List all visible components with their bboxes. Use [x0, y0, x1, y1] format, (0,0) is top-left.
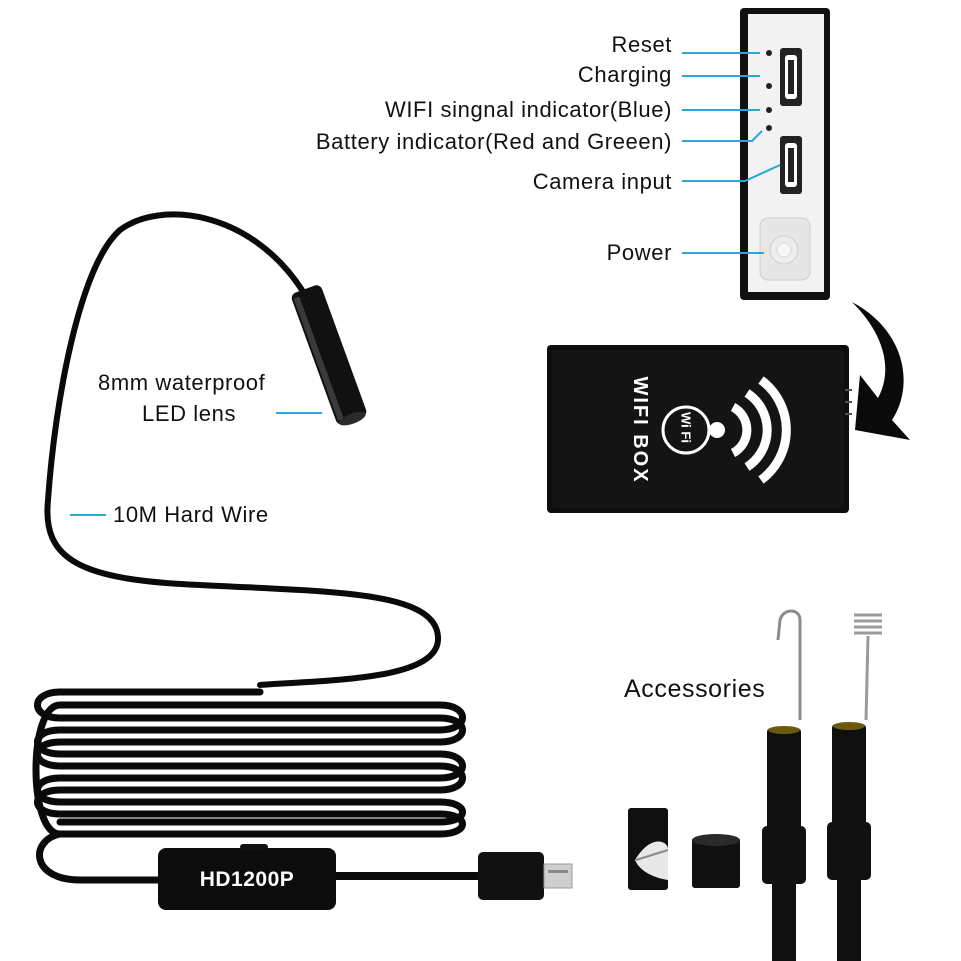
usb-module [158, 844, 336, 910]
camera-input-port [780, 136, 802, 194]
accessory-camera-2 [827, 722, 871, 961]
side-panel [740, 8, 830, 300]
reset-label: Reset [611, 32, 672, 57]
lens-label-line1: 8mm waterproof [98, 370, 266, 395]
usb-module-label: HD1200P [199, 868, 295, 891]
accessories [628, 609, 882, 961]
accessories-label: Accessories [624, 675, 766, 703]
accessory-camera-1 [762, 726, 806, 961]
usb-plug [478, 852, 573, 900]
power-label: Power [606, 240, 672, 265]
wifi-signal-icon [709, 376, 791, 484]
wifi-box-title: WIFI BOX [629, 376, 651, 484]
panel-leader-lines [682, 52, 781, 254]
camera-cable [32, 211, 484, 884]
hook-attachment [776, 609, 802, 720]
wifi-dot [766, 107, 772, 113]
reset-dot [766, 50, 772, 56]
ring-attachment [692, 834, 740, 888]
lens-label-line2: LED lens [142, 401, 237, 426]
wifi-indicator-label: WIFI singnal indicator(Blue) [384, 97, 672, 122]
battery-indicator-label: Battery indicator(Red and Greeen) [315, 129, 672, 154]
charging-dot [766, 83, 772, 89]
charging-label: Charging [577, 62, 672, 87]
cable-leader-lines [70, 412, 322, 516]
wifi-box [547, 345, 852, 513]
hard-wire-label: 10M Hard Wire [113, 502, 269, 527]
battery-dot [766, 125, 772, 131]
camera-input-label: Camera input [532, 169, 672, 194]
charging-port [780, 48, 802, 106]
power-button [759, 217, 811, 281]
mirror-attachment [628, 808, 669, 890]
curved-arrow [852, 302, 910, 440]
camera-head [291, 285, 367, 426]
wifi-badge-text: Wi Fi [678, 412, 694, 443]
spring-attachment [854, 613, 882, 721]
